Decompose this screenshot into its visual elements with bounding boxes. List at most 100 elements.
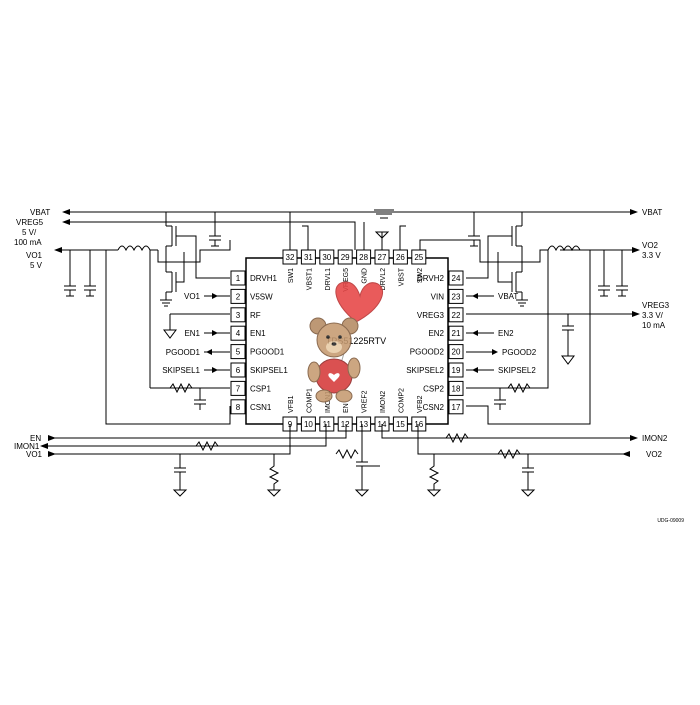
inductor-l1 [117,245,151,252]
wire-vbst1 [302,225,309,250]
vo1-bottom-arrow [48,451,56,457]
pin-box-23 [448,288,464,304]
resistor-csp2 [507,382,531,394]
pin-label-drvl2: DRVL2 [380,268,387,291]
vreg5-arrow [62,219,70,225]
pin-label-vbst1: VBST1 [306,268,313,290]
wire-drvh2 [466,235,512,279]
wire-vbst2 [399,225,406,250]
pin-label-comp2: COMP2 [398,388,405,413]
cap-cs1 [194,388,206,410]
pin-label-sw2: SW2 [417,268,424,283]
pin-label-vreg5: VREG5 [343,268,350,292]
right-wiring [380,209,640,425]
pin-number-30: 30 [322,253,331,262]
pin-number-17: 17 [452,403,461,412]
wire-sw1-node [157,250,166,263]
ic-part-number: TPS51225RTV [326,336,386,346]
pin-label-csn2: CSN2 [423,403,445,412]
en2-arrow [472,330,478,336]
label-vo1-v: 5 V [30,261,43,270]
wire-sw2-node [522,249,548,263]
pin-box-30 [319,249,335,265]
label-en-bottom: EN [30,434,41,443]
wire-imon2-bottom [381,424,630,439]
pin-number-21: 21 [452,329,461,338]
pin-label-drvh2: DRVH2 [417,274,445,283]
pin-label-vreg3: VREG3 [417,311,445,320]
pin-number-15: 15 [396,420,405,429]
pin-number-1: 1 [236,274,241,283]
pin-label-drvh1: DRVH1 [250,274,278,283]
pin-number-23: 23 [452,292,461,301]
pin-number-26: 26 [396,253,405,262]
label-imon2-bottom: IMON2 [642,434,668,443]
pin-label-imon1: IMON1 [325,391,332,413]
wire-en-bottom [48,424,347,439]
cap-vo1-b [84,250,96,297]
pin-box-10 [300,416,316,432]
bottom-wiring [40,424,638,497]
resistor-comp1 [335,448,359,460]
label-vbat-right: VBAT [642,208,662,217]
pin-label-gnd: GND [362,268,369,284]
pin-label-vbst: VBST [398,267,405,286]
pin-label-vfb1: VFB1 [288,395,295,413]
pin-label-en1: EN1 [250,329,266,338]
pin-label-csn1: CSN1 [250,403,272,412]
pin-number-25: 25 [414,253,423,262]
label-vo1-in: VO1 [184,292,201,301]
pin-number-5: 5 [236,348,241,357]
pin-label-pgood2: PGOOD2 [410,348,445,357]
cap-vo2-b [616,250,628,297]
pin-box-20 [448,344,464,360]
pin-box-29 [337,249,353,265]
cap-vo1-a [64,250,76,297]
label-en1-in: EN1 [184,329,200,338]
wire-drvl1 [176,252,185,283]
resistor-imon2 [445,432,469,444]
label-vo2: VO2 [642,241,659,250]
pin-box-25 [411,249,427,265]
ground-rf [163,314,177,339]
pin-box-8 [230,399,246,415]
vbat-vin-arrow [472,293,478,299]
fet-high-side-2 [511,212,523,262]
teddy-bear-with-heart-balloon-icon [307,281,383,403]
pin-label-en2: EN2 [428,329,444,338]
ground-gnd [363,209,394,250]
top-wiring [289,209,406,250]
pin-label-rf: RF [250,311,261,320]
pin-number-8: 8 [236,403,241,412]
left-wiring [54,209,420,425]
pin-number-31: 31 [304,253,313,262]
pgood2-arrow [492,349,498,355]
vreg3-arrow [632,311,640,317]
skipsel2-arrow [472,367,478,373]
pin-number-2: 2 [236,292,241,301]
pin-number-11: 11 [323,420,332,429]
imon2-arrow [630,435,638,441]
en-arrow [48,435,56,441]
wire-sw1-to-chip [158,240,231,263]
cap-vreg3 [561,314,575,365]
label-vreg5-i: 100 mA [14,238,42,247]
cap-vo1-filter [172,454,188,497]
label-skipsel2-in: SKIPSEL2 [498,366,536,375]
label-vreg3-v: 3.3 V/ [642,311,664,320]
pin-box-16 [411,416,427,432]
resistor-imon1 [195,440,219,452]
pin-box-15 [392,416,408,432]
pin-box-13 [356,416,372,432]
label-vreg5-v: 5 V/ [22,228,37,237]
pin-label-comp1: COMP1 [306,388,313,413]
wire-drvl2 [497,252,512,283]
pin-label-sw1: SW1 [288,268,295,283]
pin-number-3: 3 [236,311,241,320]
inductor-l2 [547,245,581,252]
cap-vo2-a [598,250,610,297]
vo2-arrow [632,247,640,253]
